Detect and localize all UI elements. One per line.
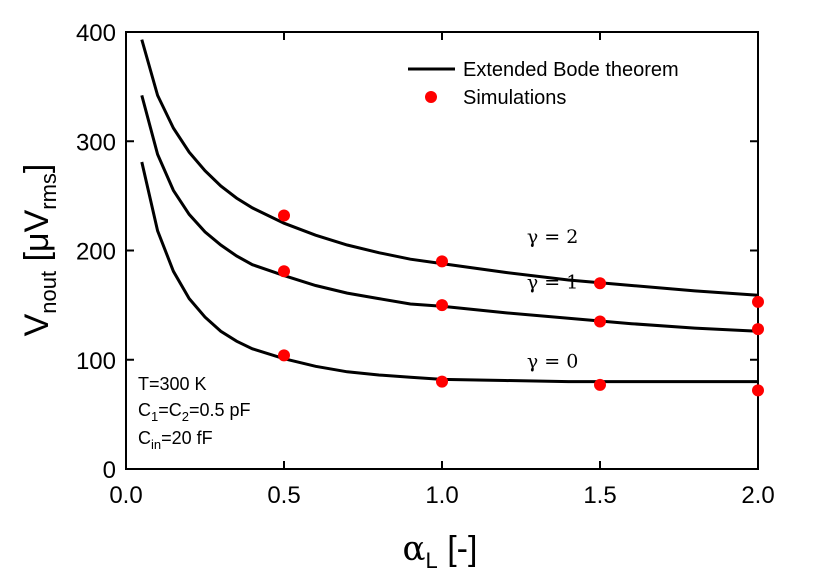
x-tick-label: 0.0 bbox=[109, 482, 142, 509]
x-tick-label: 0.5 bbox=[267, 482, 300, 509]
simulation-point bbox=[752, 384, 764, 397]
legend-marker-label: Simulations bbox=[463, 87, 566, 109]
simulation-point bbox=[436, 375, 448, 388]
y-tick-label: 0 bbox=[103, 457, 116, 484]
simulation-point bbox=[278, 349, 290, 362]
legend-line-label: Extended Bode theorem bbox=[463, 59, 679, 81]
annotation-block: T=300 K C1=C2=0.5 pF Cin=20 fF bbox=[138, 374, 251, 452]
simulation-point bbox=[278, 209, 290, 222]
y-tick-label: 200 bbox=[76, 239, 116, 266]
simulation-point bbox=[752, 295, 764, 308]
y-tick-label: 300 bbox=[76, 129, 116, 156]
simulation-point bbox=[594, 277, 606, 290]
curve-line bbox=[140, 39, 759, 297]
x-tick-label: 1.0 bbox=[425, 482, 458, 509]
simulation-point bbox=[436, 299, 448, 312]
plot-area: 0.0 0.5 1.0 1.5 2.0 0 100 200 300 400 γ = 2 γ = 1 γ … bbox=[76, 20, 775, 509]
simulation-point bbox=[752, 323, 764, 336]
curve-label: γ = 0 bbox=[527, 350, 578, 372]
legend-marker-swatch bbox=[425, 91, 437, 103]
curve-label: γ = 1 bbox=[527, 272, 578, 294]
curve-line bbox=[140, 95, 759, 333]
y-tick-label: 400 bbox=[76, 20, 116, 47]
annotation-capacitance: C1=C2=0.5 pF bbox=[138, 400, 251, 424]
x-axis-title: αL [-] bbox=[403, 529, 478, 573]
curve-line bbox=[140, 161, 758, 384]
annotation-input-capacitance: Cin=20 fF bbox=[138, 428, 213, 452]
simulation-point bbox=[278, 265, 290, 278]
y-tick-label: 100 bbox=[76, 348, 116, 375]
x-tick-label: 2.0 bbox=[741, 482, 774, 509]
annotation-temperature: T=300 K bbox=[138, 374, 207, 394]
simulation-point bbox=[436, 255, 448, 268]
x-tick-label: 1.5 bbox=[583, 482, 616, 509]
curve-label: γ = 2 bbox=[527, 226, 578, 248]
simulation-point bbox=[594, 378, 606, 391]
legend: Extended Bode theorem Simulations bbox=[408, 59, 679, 109]
simulation-point bbox=[594, 315, 606, 328]
y-axis-title: Vnout [μVrms] bbox=[18, 164, 61, 337]
